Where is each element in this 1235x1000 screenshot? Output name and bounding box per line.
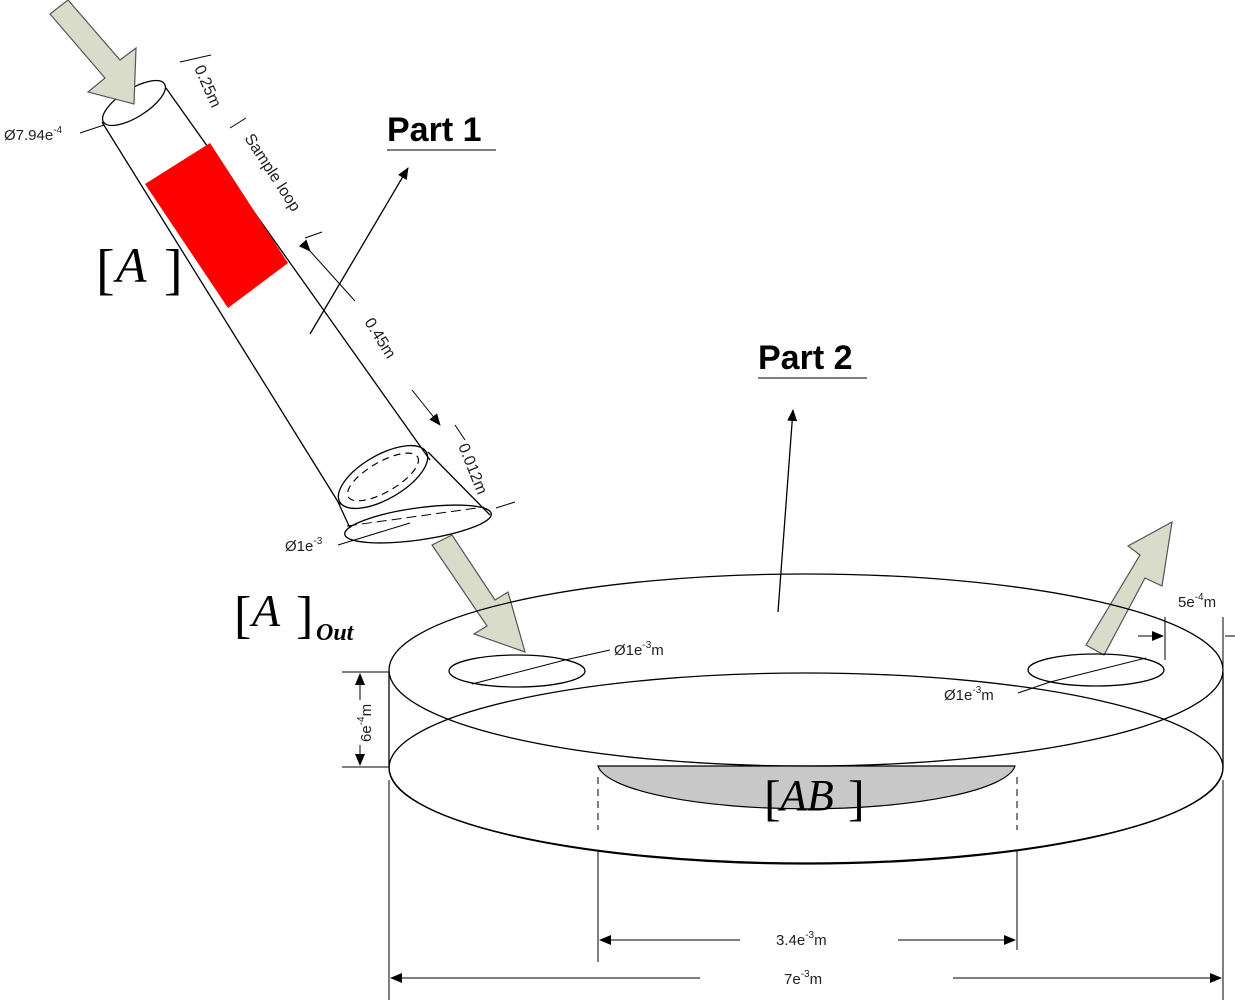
- svg-text:]: ]: [296, 587, 313, 644]
- thickness-label: 6e-4m: [356, 704, 375, 742]
- tube: [101, 79, 492, 544]
- svg-text:[: [: [764, 770, 781, 826]
- exit-flow-arrow: [1085, 520, 1173, 656]
- part1-title: Part 1: [387, 111, 482, 149]
- svg-text:[: [: [234, 587, 251, 644]
- inlet-diameter-label: Ø7.94e-4: [4, 125, 63, 144]
- svg-text:[: [: [96, 239, 115, 301]
- conc-a-label: [ A ]: [96, 237, 183, 301]
- inlet-flow-arrow: [49, 0, 137, 105]
- svg-text:Out: Out: [316, 620, 355, 646]
- disc-cell: [388, 573, 1224, 865]
- svg-text:]: ]: [164, 239, 183, 301]
- tube-dimensions: [179, 54, 516, 509]
- part2-pointer: [777, 409, 798, 613]
- svg-text:AB: AB: [777, 771, 834, 820]
- length-mid-label: 0.45m: [361, 315, 399, 362]
- edge-gap-label: 5e-4m: [1178, 592, 1216, 611]
- inlet-port-diameter-label: Ø1e-3m: [614, 640, 664, 659]
- outer-width-label: 7e-3m: [784, 969, 822, 988]
- outlet-port-diameter-label: Ø1e-3m: [944, 685, 994, 704]
- length-top-label: 0.25m: [190, 63, 224, 111]
- svg-text:A: A: [113, 237, 147, 293]
- conc-ab-label: [ AB ]: [764, 770, 865, 826]
- inlet-port: [448, 654, 586, 688]
- part2-title: Part 2: [758, 339, 853, 377]
- tube-outlet-diameter-label: Ø1e-3: [285, 536, 323, 555]
- svg-text:A: A: [249, 585, 281, 636]
- svg-text:]: ]: [848, 770, 865, 826]
- disc-dimensions: [342, 617, 1235, 1000]
- inner-width-label: 3.4e-3m: [776, 930, 827, 949]
- part1-pointer: [309, 167, 409, 335]
- reaction-zone: [597, 765, 1016, 810]
- sample-loop-label: Sample loop: [241, 131, 304, 215]
- outlet-port: [1027, 653, 1165, 687]
- length-end-label: 0.012m: [454, 441, 490, 497]
- conc-a-out-label: [ A ] Out: [234, 585, 355, 646]
- sample-plug: [145, 143, 288, 308]
- outlet-flow-arrow: [431, 534, 526, 653]
- outlet-fitting: [337, 444, 492, 544]
